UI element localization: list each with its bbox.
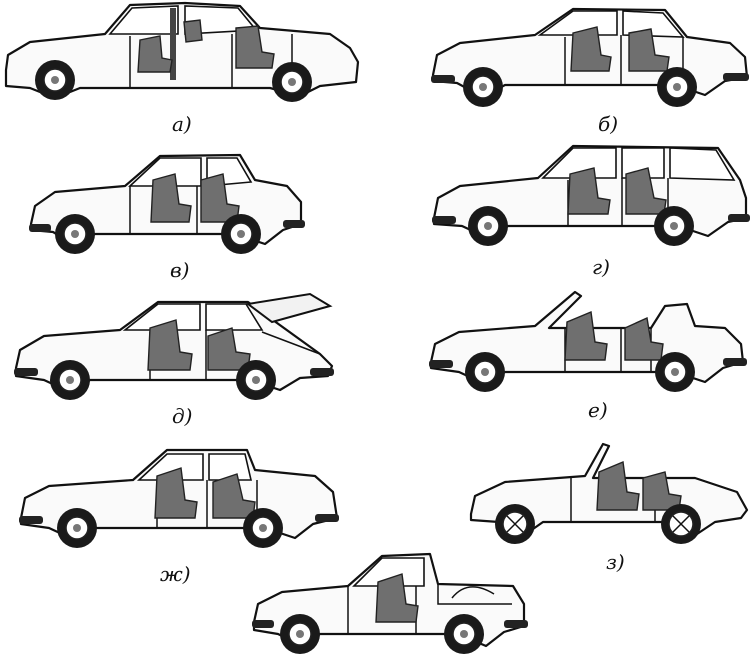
car-pickup-drawing [252,552,528,654]
car-g-drawing [432,144,750,246]
label-zh: ж) [160,562,191,586]
car-zh-drawing [19,448,339,548]
car-b-drawing [431,7,749,107]
car-pickup [248,548,533,659]
car-b-sedan [425,5,753,110]
car-e-convertible [425,288,753,398]
car-e-drawing [429,290,747,392]
car-g-wagon [428,140,753,252]
car-a-drawing [4,1,360,102]
label-a: а) [172,112,192,136]
label-b: б) [598,112,619,136]
label-d: д) [172,404,193,428]
car-d-drawing [14,292,334,400]
car-v-coupe [25,150,310,258]
car-z-roadster [465,438,753,550]
label-g: г) [592,255,610,279]
label-z: з) [606,550,625,574]
car-d-hatchback [10,292,340,404]
car-z-drawing [469,442,749,544]
label-v: в) [170,258,190,282]
car-zh-hardtop [15,440,345,555]
label-e: е) [588,398,608,422]
car-v-drawing [29,153,305,254]
car-a-limousine [0,0,370,110]
